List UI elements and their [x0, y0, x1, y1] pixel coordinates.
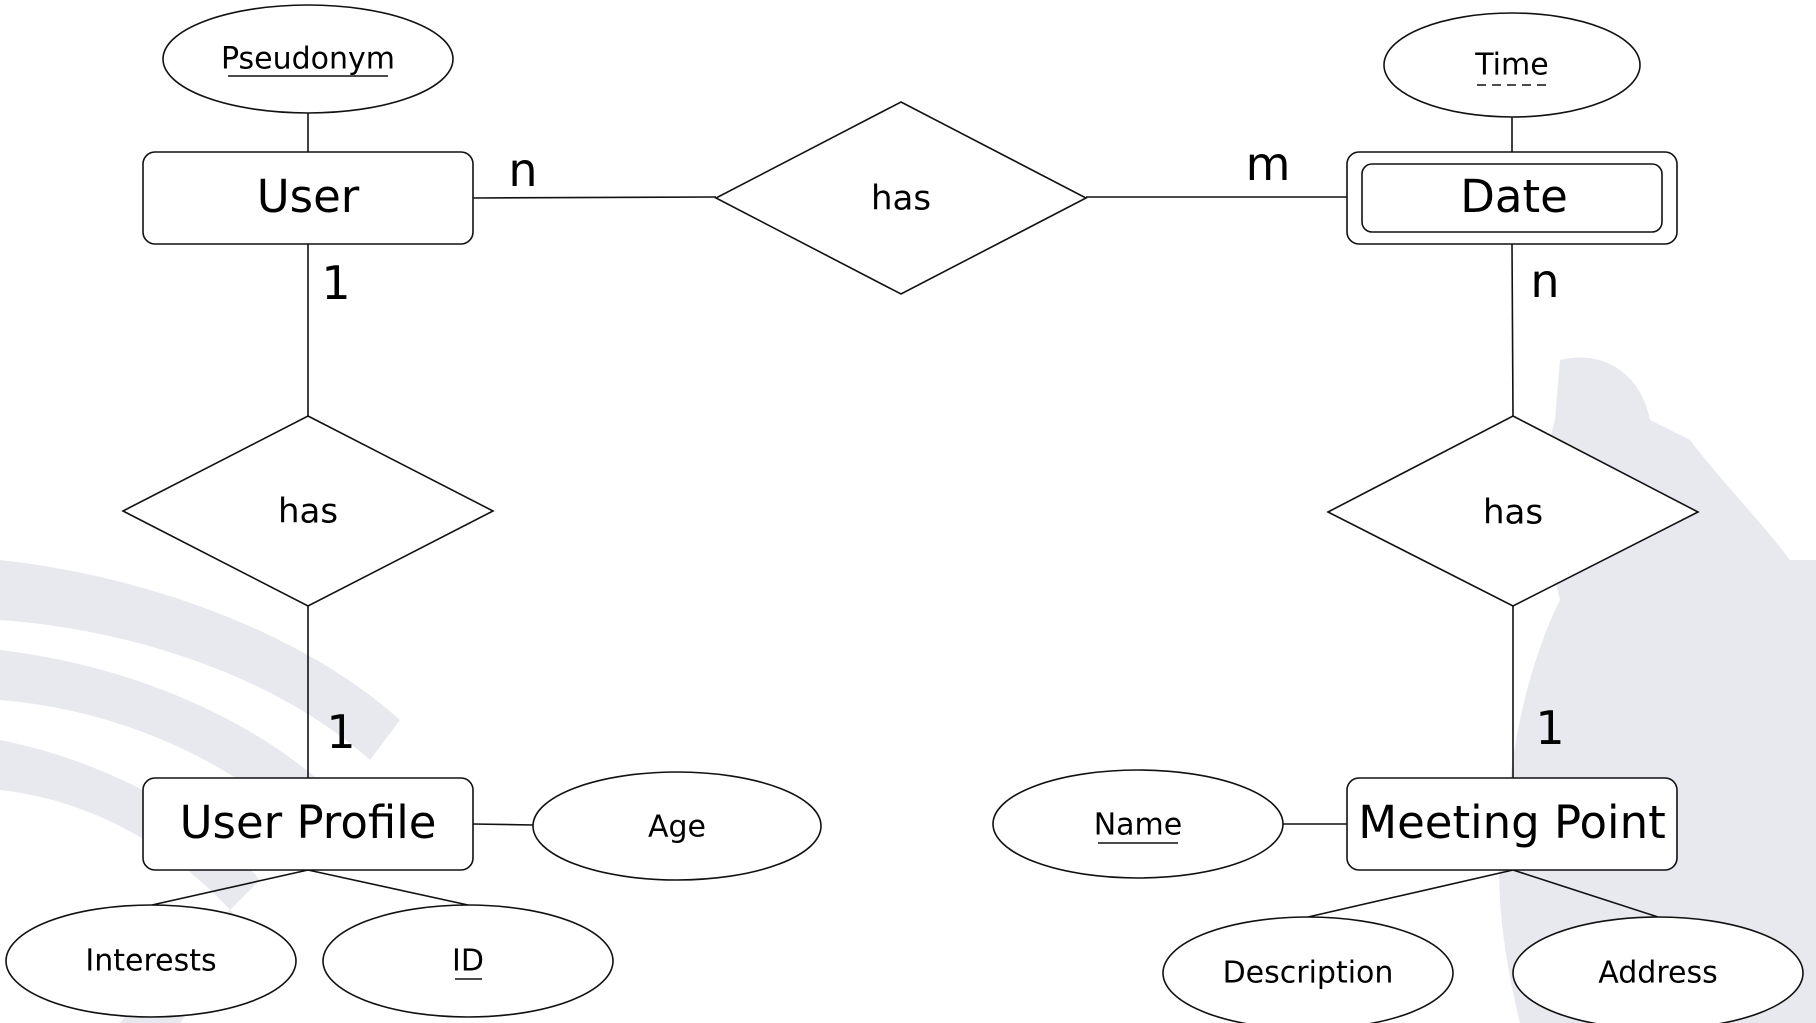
attribute-pseudonym-label: Pseudonym: [221, 42, 395, 77]
entity-date-label: Date: [1460, 170, 1568, 223]
entity-date-weak: Date: [1346, 151, 1678, 245]
cardinality-user-has-date-date: m: [1246, 137, 1291, 191]
cardinality-user-has-date-user: n: [508, 143, 537, 197]
attribute-name: Name: [992, 769, 1284, 879]
connectors: [151, 113, 1659, 918]
attribute-name-label: Name: [1094, 808, 1183, 843]
attribute-time: Time: [1383, 12, 1641, 118]
connector-meeting-description: [1307, 869, 1514, 918]
attribute-age: Age: [532, 771, 822, 881]
attribute-address-label: Address: [1598, 956, 1717, 991]
attribute-id: ID: [322, 904, 614, 1018]
attribute-description-label: Description: [1223, 956, 1394, 991]
entity-user-label: User: [257, 170, 360, 223]
entity-meeting-point: Meeting Point: [1346, 777, 1678, 871]
relationship-user-has-date-label: has: [871, 179, 931, 219]
connector-user-has-date-left: [472, 196, 717, 199]
attribute-id-label: ID: [452, 944, 484, 979]
attribute-address: Address: [1512, 916, 1804, 1023]
relationship-user-has-profile-label: has: [278, 492, 338, 532]
connector-profile-interests: [151, 869, 309, 906]
relationship-user-has-date: has: [714, 101, 1088, 295]
entity-user-profile-label: User Profile: [180, 796, 437, 849]
cardinalities: n m 1 1 n 1: [321, 137, 1564, 759]
connector-meeting-address: [1512, 869, 1659, 918]
cardinality-user-profile-user: 1: [321, 256, 350, 310]
entity-meeting-point-label: Meeting Point: [1358, 796, 1665, 849]
cardinality-date-meeting-point: 1: [1535, 701, 1564, 755]
entity-user: User: [142, 151, 474, 245]
attribute-description: Description: [1162, 916, 1454, 1023]
entity-user-profile: User Profile: [142, 777, 474, 871]
cardinality-date-meeting-date: n: [1530, 254, 1559, 308]
attribute-age-label: Age: [648, 810, 706, 845]
connector-date-has-meeting-top: [1511, 243, 1514, 417]
attribute-time-label: Time: [1474, 48, 1548, 83]
connector-profile-id: [307, 869, 469, 906]
attribute-interests: Interests: [5, 904, 297, 1018]
attribute-pseudonym: Pseudonym: [162, 4, 454, 114]
attribute-interests-label: Interests: [85, 944, 216, 979]
connector-profile-age: [472, 823, 534, 826]
relationship-date-has-meeting-point-label: has: [1483, 493, 1543, 533]
cardinality-user-profile-profile: 1: [326, 705, 355, 759]
relationship-user-has-profile: has: [121, 415, 495, 607]
relationship-date-has-meeting-point: has: [1326, 415, 1700, 607]
